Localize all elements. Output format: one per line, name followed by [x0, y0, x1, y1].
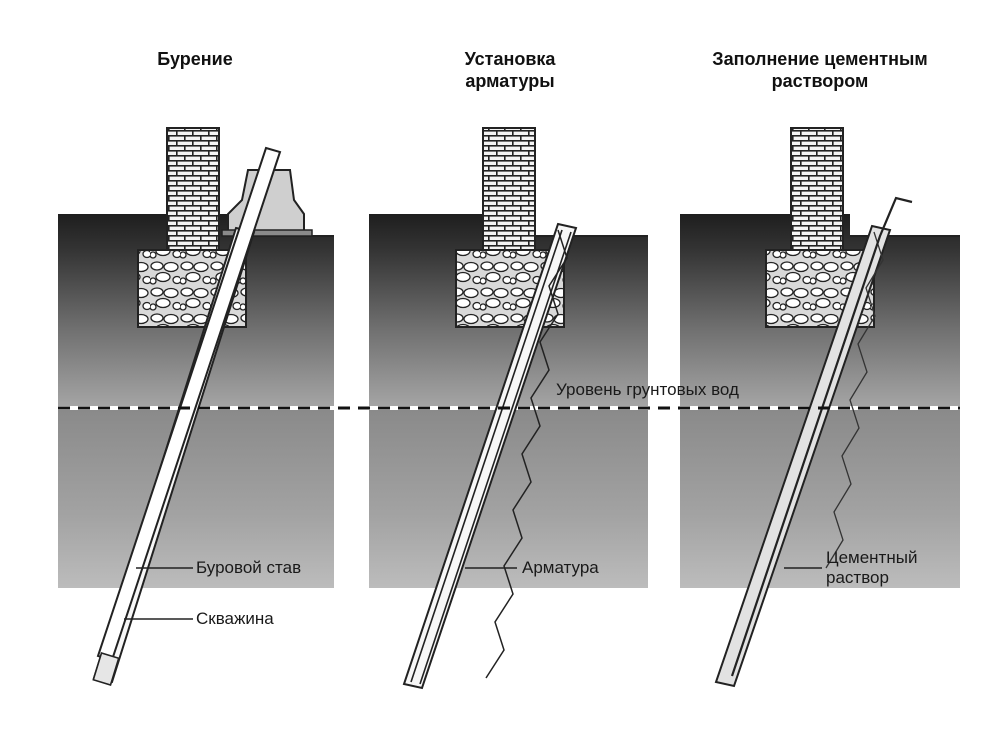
- ground-surface-gap: [850, 214, 960, 236]
- panel-title-cement: Заполнение цементным раствором: [712, 49, 928, 91]
- brick-wall: [482, 127, 536, 251]
- soil-lower-layer: [680, 410, 960, 588]
- grout-injection-tube: [730, 196, 913, 677]
- panel-drilling: [58, 127, 334, 687]
- rebar-rod-left: [410, 229, 563, 683]
- drill-bit: [92, 651, 120, 687]
- panel-title-drilling: Бурение: [157, 49, 233, 69]
- label-borehole: Скважина: [196, 609, 274, 628]
- rebar-spiral: [485, 229, 568, 679]
- label-rebar: Арматура: [522, 558, 599, 577]
- label-drill-rod: Буровой став: [196, 558, 302, 577]
- label-groundwater-level: Уровень грунтовых вод: [556, 380, 739, 399]
- rebar-spiral: [825, 231, 884, 569]
- panel-title-rebar: Установка арматуры: [464, 49, 556, 91]
- rebar-rod-right: [419, 231, 572, 685]
- soil-lower-layer: [369, 410, 648, 588]
- label-cement-mortar: Цементный раствор: [826, 548, 918, 587]
- brick-wall: [166, 127, 220, 251]
- brick-wall: [790, 127, 844, 251]
- soil-lower-layer: [58, 410, 334, 588]
- drilling-rig-base: [221, 229, 313, 237]
- panel-rebar-installation: [369, 127, 648, 690]
- ground-surface-gap: [534, 214, 648, 236]
- panel-cement-grouting: [680, 127, 960, 688]
